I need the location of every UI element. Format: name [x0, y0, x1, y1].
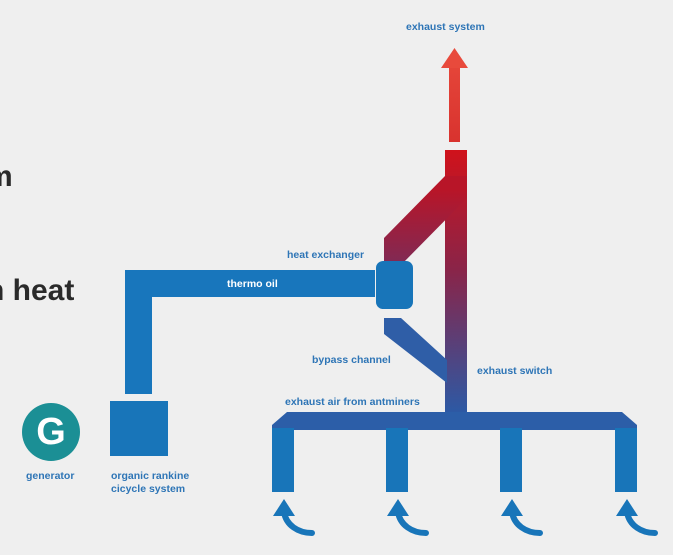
label-thermo-oil: thermo oil — [227, 278, 278, 290]
label-bypass-channel: bypass channel — [312, 354, 391, 366]
heat-exchanger-branch — [384, 176, 467, 265]
label-exhaust-system: exhaust system — [406, 21, 485, 33]
intake-arrowhead-4 — [616, 499, 638, 516]
generator-icon: G — [22, 403, 80, 461]
generator-letter: G — [36, 411, 66, 453]
label-exhaust-air: exhaust air from antminers — [285, 396, 420, 408]
page-heading: m n heat — [0, 82, 110, 386]
heading-line-1: m — [0, 158, 110, 196]
heading-line-2: n heat — [0, 274, 75, 307]
antminer-manifold — [272, 412, 637, 492]
intake-arrowhead-3 — [501, 499, 523, 516]
bypass-channel-duct — [384, 318, 447, 383]
label-exhaust-switch: exhaust switch — [477, 365, 553, 377]
label-orc-line-2: cicycle system — [111, 483, 186, 495]
intake-arrowhead-1 — [273, 499, 295, 516]
main-exhaust-duct — [445, 150, 467, 418]
heat-exchanger — [376, 261, 413, 309]
label-orc-line-1: organic rankine — [111, 470, 190, 482]
exhaust-arrow — [441, 48, 468, 142]
label-generator: generator — [26, 470, 75, 482]
intake-arrowhead-2 — [387, 499, 409, 516]
orc-system-box — [110, 401, 168, 456]
label-heat-exchanger: heat exchanger — [287, 249, 365, 261]
thermo-oil-pipe — [125, 270, 375, 394]
